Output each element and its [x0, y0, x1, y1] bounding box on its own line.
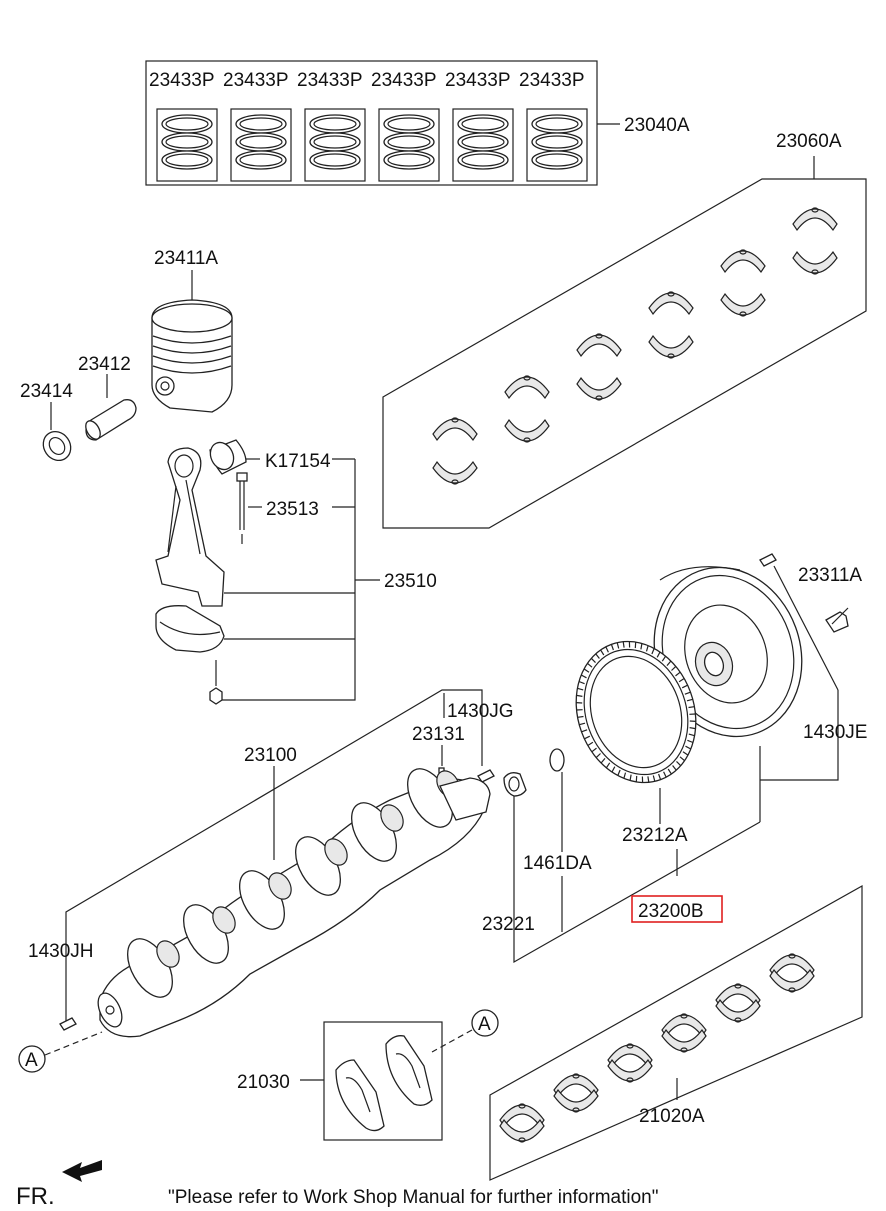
ring-box: [452, 108, 514, 182]
bearing-shell: [576, 333, 622, 358]
label-pin-jh[interactable]: 1430JH: [28, 941, 94, 962]
upper-bearing-shells: [432, 207, 838, 485]
label-bearing-pilot[interactable]: 23221: [482, 914, 535, 935]
bearing-shell: [720, 292, 766, 317]
label-ring-p1[interactable]: 23433P: [149, 70, 215, 91]
crank-webs: [127, 768, 460, 998]
label-conrod-bolt[interactable]: 23513: [266, 499, 319, 520]
label-main-bearing-upper[interactable]: 23060A: [776, 131, 842, 152]
label-marker-a1[interactable]: A: [25, 1050, 38, 1071]
ring-box: [378, 108, 440, 182]
front-label: FR.: [16, 1183, 55, 1210]
crank-journal: [212, 906, 236, 934]
label-snap-ring[interactable]: 23414: [20, 381, 73, 402]
crank-journal: [156, 940, 180, 968]
label-pin-je[interactable]: 1430JE: [803, 722, 867, 743]
ring-box: [230, 108, 292, 182]
bearing-shell: [769, 968, 815, 993]
marker-a-left: [18, 1031, 103, 1073]
label-ring-p2[interactable]: 23433P: [223, 70, 289, 91]
label-ring-gear-dowel[interactable]: 23311A: [798, 565, 862, 586]
piston: [151, 270, 233, 413]
crank-journal: [268, 872, 292, 900]
label-key[interactable]: 23131: [412, 724, 465, 745]
flywheel-assy-highlight-box: [631, 895, 723, 923]
crank-journal: [324, 838, 348, 866]
label-ring-p4[interactable]: 23433P: [371, 70, 437, 91]
label-flywheel-assy[interactable]: 23200B: [638, 901, 704, 922]
bearing-shell: [715, 998, 761, 1023]
label-ring-p3[interactable]: 23433P: [297, 70, 363, 91]
bearing-shell: [499, 1118, 545, 1143]
crankshaft-group: [59, 689, 495, 1038]
label-conrod-bushing[interactable]: K17154: [265, 451, 331, 472]
bearing-shell: [576, 376, 622, 401]
bearing-shell: [432, 417, 478, 442]
bearing-shell: [648, 291, 694, 316]
label-piston[interactable]: 23411A: [154, 248, 218, 269]
label-ring-p5[interactable]: 23433P: [445, 70, 511, 91]
label-crankshaft[interactable]: 23100: [244, 745, 297, 766]
label-snap-ring-2[interactable]: 1461DA: [523, 853, 592, 874]
connecting-rod: [155, 439, 380, 705]
ring-boxes: [156, 108, 588, 182]
bearing-shell: [792, 207, 838, 232]
label-marker-a2[interactable]: A: [478, 1014, 491, 1035]
piston-ring-set: [145, 60, 620, 186]
label-conrod-assy[interactable]: 23510: [384, 571, 437, 592]
ring-box: [526, 108, 588, 182]
ring-box: [156, 108, 218, 182]
main-bearing-upper-panel: [382, 156, 867, 529]
label-ring-p6[interactable]: 23433P: [519, 70, 585, 91]
piston-pin: [85, 374, 137, 441]
bearing-shell: [661, 1028, 707, 1053]
thrust-washer-group: [300, 1009, 499, 1141]
footer-note: "Please refer to Work Shop Manual for fu…: [168, 1187, 658, 1208]
bearing-shell: [720, 249, 766, 274]
label-piston-pin[interactable]: 23412: [78, 354, 131, 375]
flywheel-assembly: [503, 553, 849, 964]
snap-ring: [42, 402, 72, 462]
bearing-shell: [648, 334, 694, 359]
label-ring-set[interactable]: 23040A: [624, 115, 690, 136]
main-bearing-lower-panel: [489, 884, 863, 1181]
front-direction-arrow: [62, 1160, 102, 1182]
bearing-shell: [553, 1088, 599, 1113]
lower-bearing-shells: [499, 953, 815, 1143]
bearing-shell: [792, 250, 838, 275]
bearing-shell: [432, 460, 478, 485]
bearing-shell: [504, 375, 550, 400]
label-thrust-washer[interactable]: 21030: [237, 1072, 290, 1093]
bearing-shell: [607, 1058, 653, 1083]
label-pin-jg[interactable]: 1430JG: [447, 701, 514, 722]
label-ring-gear[interactable]: 23212A: [622, 825, 688, 846]
ring-box: [304, 108, 366, 182]
bearing-shell: [504, 418, 550, 443]
crank-journal: [380, 804, 404, 832]
label-main-bearing-lower[interactable]: 21020A: [639, 1106, 705, 1127]
ring-gear-teeth: [576, 641, 696, 783]
